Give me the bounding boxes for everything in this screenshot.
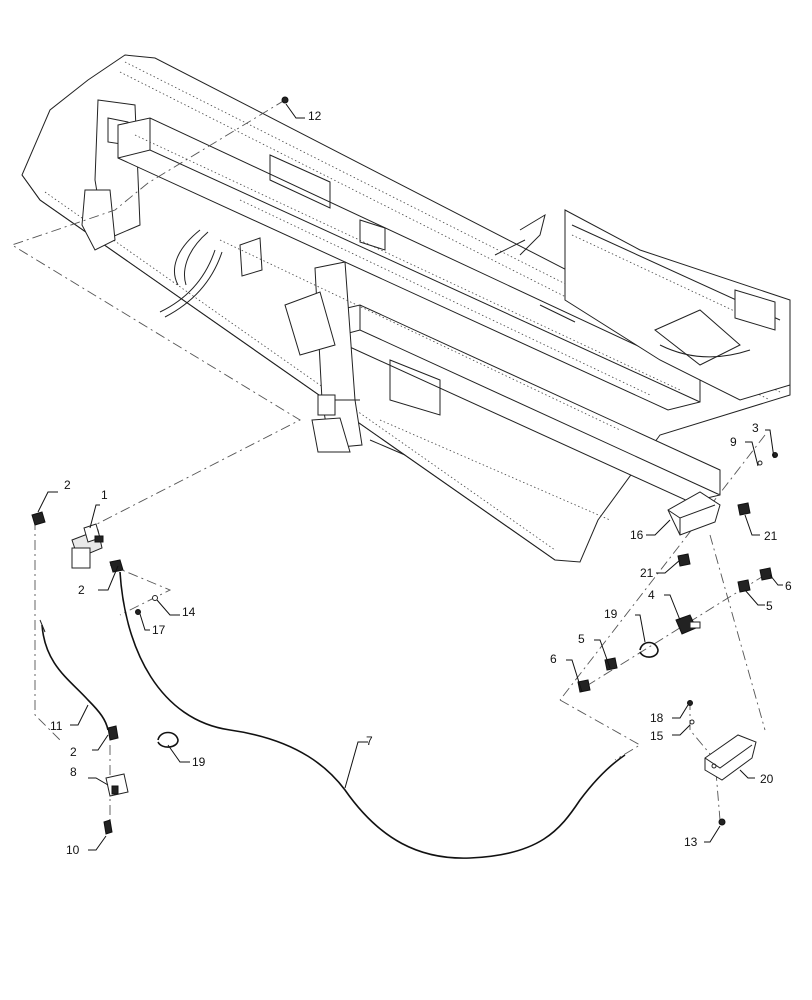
part-19-clip-right	[639, 641, 659, 658]
part-16-cover	[667, 491, 721, 536]
part-5-fitting-a	[737, 579, 751, 593]
assembly-centerlines	[10, 99, 766, 830]
part-2-connector-a	[31, 511, 46, 526]
callout-8: 8	[70, 765, 77, 779]
callout-2-upper-left: 2	[64, 478, 71, 492]
callout-3: 3	[752, 421, 759, 435]
callout-12: 12	[308, 109, 322, 123]
callout-16: 16	[630, 528, 644, 542]
part-11-harness	[41, 624, 109, 731]
part-12-screw	[281, 96, 289, 104]
callout-leaders	[37, 103, 783, 851]
callout-20: 20	[760, 772, 774, 786]
callout-labels: 2 1 2 14 17 12 11 2 8 10 19 7 3 9 16 21 …	[50, 109, 792, 857]
callout-10: 10	[66, 843, 80, 857]
part-6-fitting-a	[759, 567, 773, 581]
callout-11: 11	[50, 719, 63, 733]
callout-9: 9	[730, 435, 737, 449]
callout-19-right: 19	[604, 607, 618, 621]
part-18-screw	[687, 700, 693, 706]
callout-17: 17	[152, 623, 166, 637]
part-2-connector-c	[107, 725, 119, 741]
part-1-sensor	[71, 523, 104, 569]
callout-18: 18	[650, 711, 664, 725]
callout-6-right: 6	[785, 579, 792, 593]
callout-14: 14	[182, 605, 196, 619]
part-7-cable	[119, 571, 626, 859]
part-21-nut-a	[737, 502, 751, 516]
header-frame-assembly	[21, 54, 791, 563]
part-11-harness-end	[39, 619, 46, 633]
callout-5-left: 5	[578, 632, 585, 646]
part-15-washer	[689, 719, 695, 725]
part-8-plug	[105, 773, 129, 797]
part-21-nut-b	[677, 553, 691, 567]
callout-21-left: 21	[640, 566, 654, 580]
callout-7: 7	[366, 734, 373, 748]
part-9-washer	[757, 460, 763, 466]
part-14-washer	[152, 595, 158, 601]
part-4-fitting	[675, 614, 701, 635]
part-17-screw	[135, 609, 141, 615]
part-10-terminal	[103, 819, 113, 835]
part-20-bracket	[704, 734, 757, 781]
callout-21-right: 21	[764, 529, 778, 543]
part-2-connector-b	[109, 559, 124, 573]
callout-4: 4	[648, 588, 655, 602]
part-13-screw	[718, 818, 726, 826]
part-19-clip-left	[157, 731, 179, 748]
callout-2-left: 2	[78, 583, 85, 597]
callout-1: 1	[101, 488, 108, 502]
callout-13: 13	[684, 835, 698, 849]
callout-2-lower: 2	[70, 745, 77, 759]
callout-19-left: 19	[192, 755, 206, 769]
callout-15: 15	[650, 729, 664, 743]
callout-6-left: 6	[550, 652, 557, 666]
callout-5-right: 5	[766, 599, 773, 613]
